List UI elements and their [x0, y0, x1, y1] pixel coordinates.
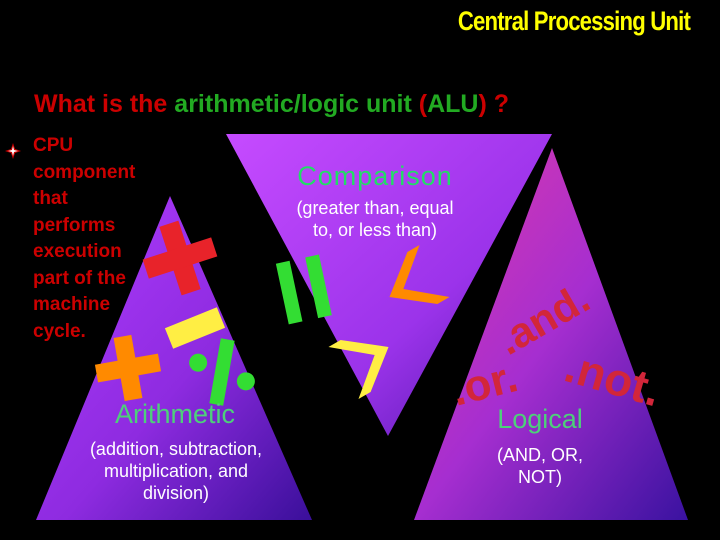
comparison-description: (greater than, equal to, or less than): [250, 197, 500, 241]
division-symbol-green: [189, 338, 255, 406]
plus-symbol-orange: [94, 334, 162, 402]
question-abbr: ALU: [427, 90, 479, 118]
comparison-triangle: [226, 134, 552, 436]
bullet-line: performs: [33, 214, 116, 236]
bullet-line: part of the: [33, 267, 126, 289]
less-than-symbol-orange: [389, 245, 450, 304]
bullet-line: cycle.: [33, 320, 86, 342]
arithmetic-title: Arithmetic: [114, 399, 236, 429]
question-mid: (: [411, 90, 428, 118]
bullet-text: CPU component that performs execution pa…: [33, 133, 193, 345]
logical-triangle: [414, 148, 688, 520]
arithmetic-desc-line: multiplication, and: [103, 461, 249, 481]
plus-symbol-red: [142, 220, 218, 296]
arithmetic-triangle: [36, 196, 312, 520]
greater-than-symbol-yellow: [328, 340, 389, 399]
logical-desc-line: (AND, OR,: [496, 445, 583, 465]
comparison-desc-line: (greater than, equal: [296, 198, 454, 218]
bullet-line: execution: [33, 241, 122, 262]
question-suffix: ) ?: [478, 90, 510, 118]
bullet-line: CPU: [33, 135, 74, 156]
question-highlight: arithmetic/logic unit: [174, 90, 412, 118]
logical-description: (AND, OR, NOT): [460, 444, 620, 488]
slide-title: Central Processing Unit: [457, 6, 691, 36]
minus-symbol-yellow: [164, 307, 226, 349]
logical-desc-line: NOT): [518, 467, 562, 487]
bullet-line: that: [33, 188, 68, 209]
question-heading: What is the arithmetic/logic unit (ALU) …: [34, 90, 509, 119]
equals-symbol-green: [275, 254, 332, 325]
bullet-line: component: [33, 161, 136, 183]
question-prefix: What is the: [34, 90, 175, 118]
arithmetic-desc-line: (addition, subtraction,: [89, 439, 263, 459]
arithmetic-desc-line: division): [142, 483, 210, 503]
comparison-desc-line: to, or less than): [312, 220, 438, 240]
bullet-diamond-icon: [5, 143, 21, 159]
comparison-title: Comparison: [297, 161, 453, 191]
logical-title: Logical: [497, 404, 583, 434]
arithmetic-description: (addition, subtraction, multiplication, …: [36, 438, 316, 504]
bullet-line: machine: [33, 294, 111, 315]
